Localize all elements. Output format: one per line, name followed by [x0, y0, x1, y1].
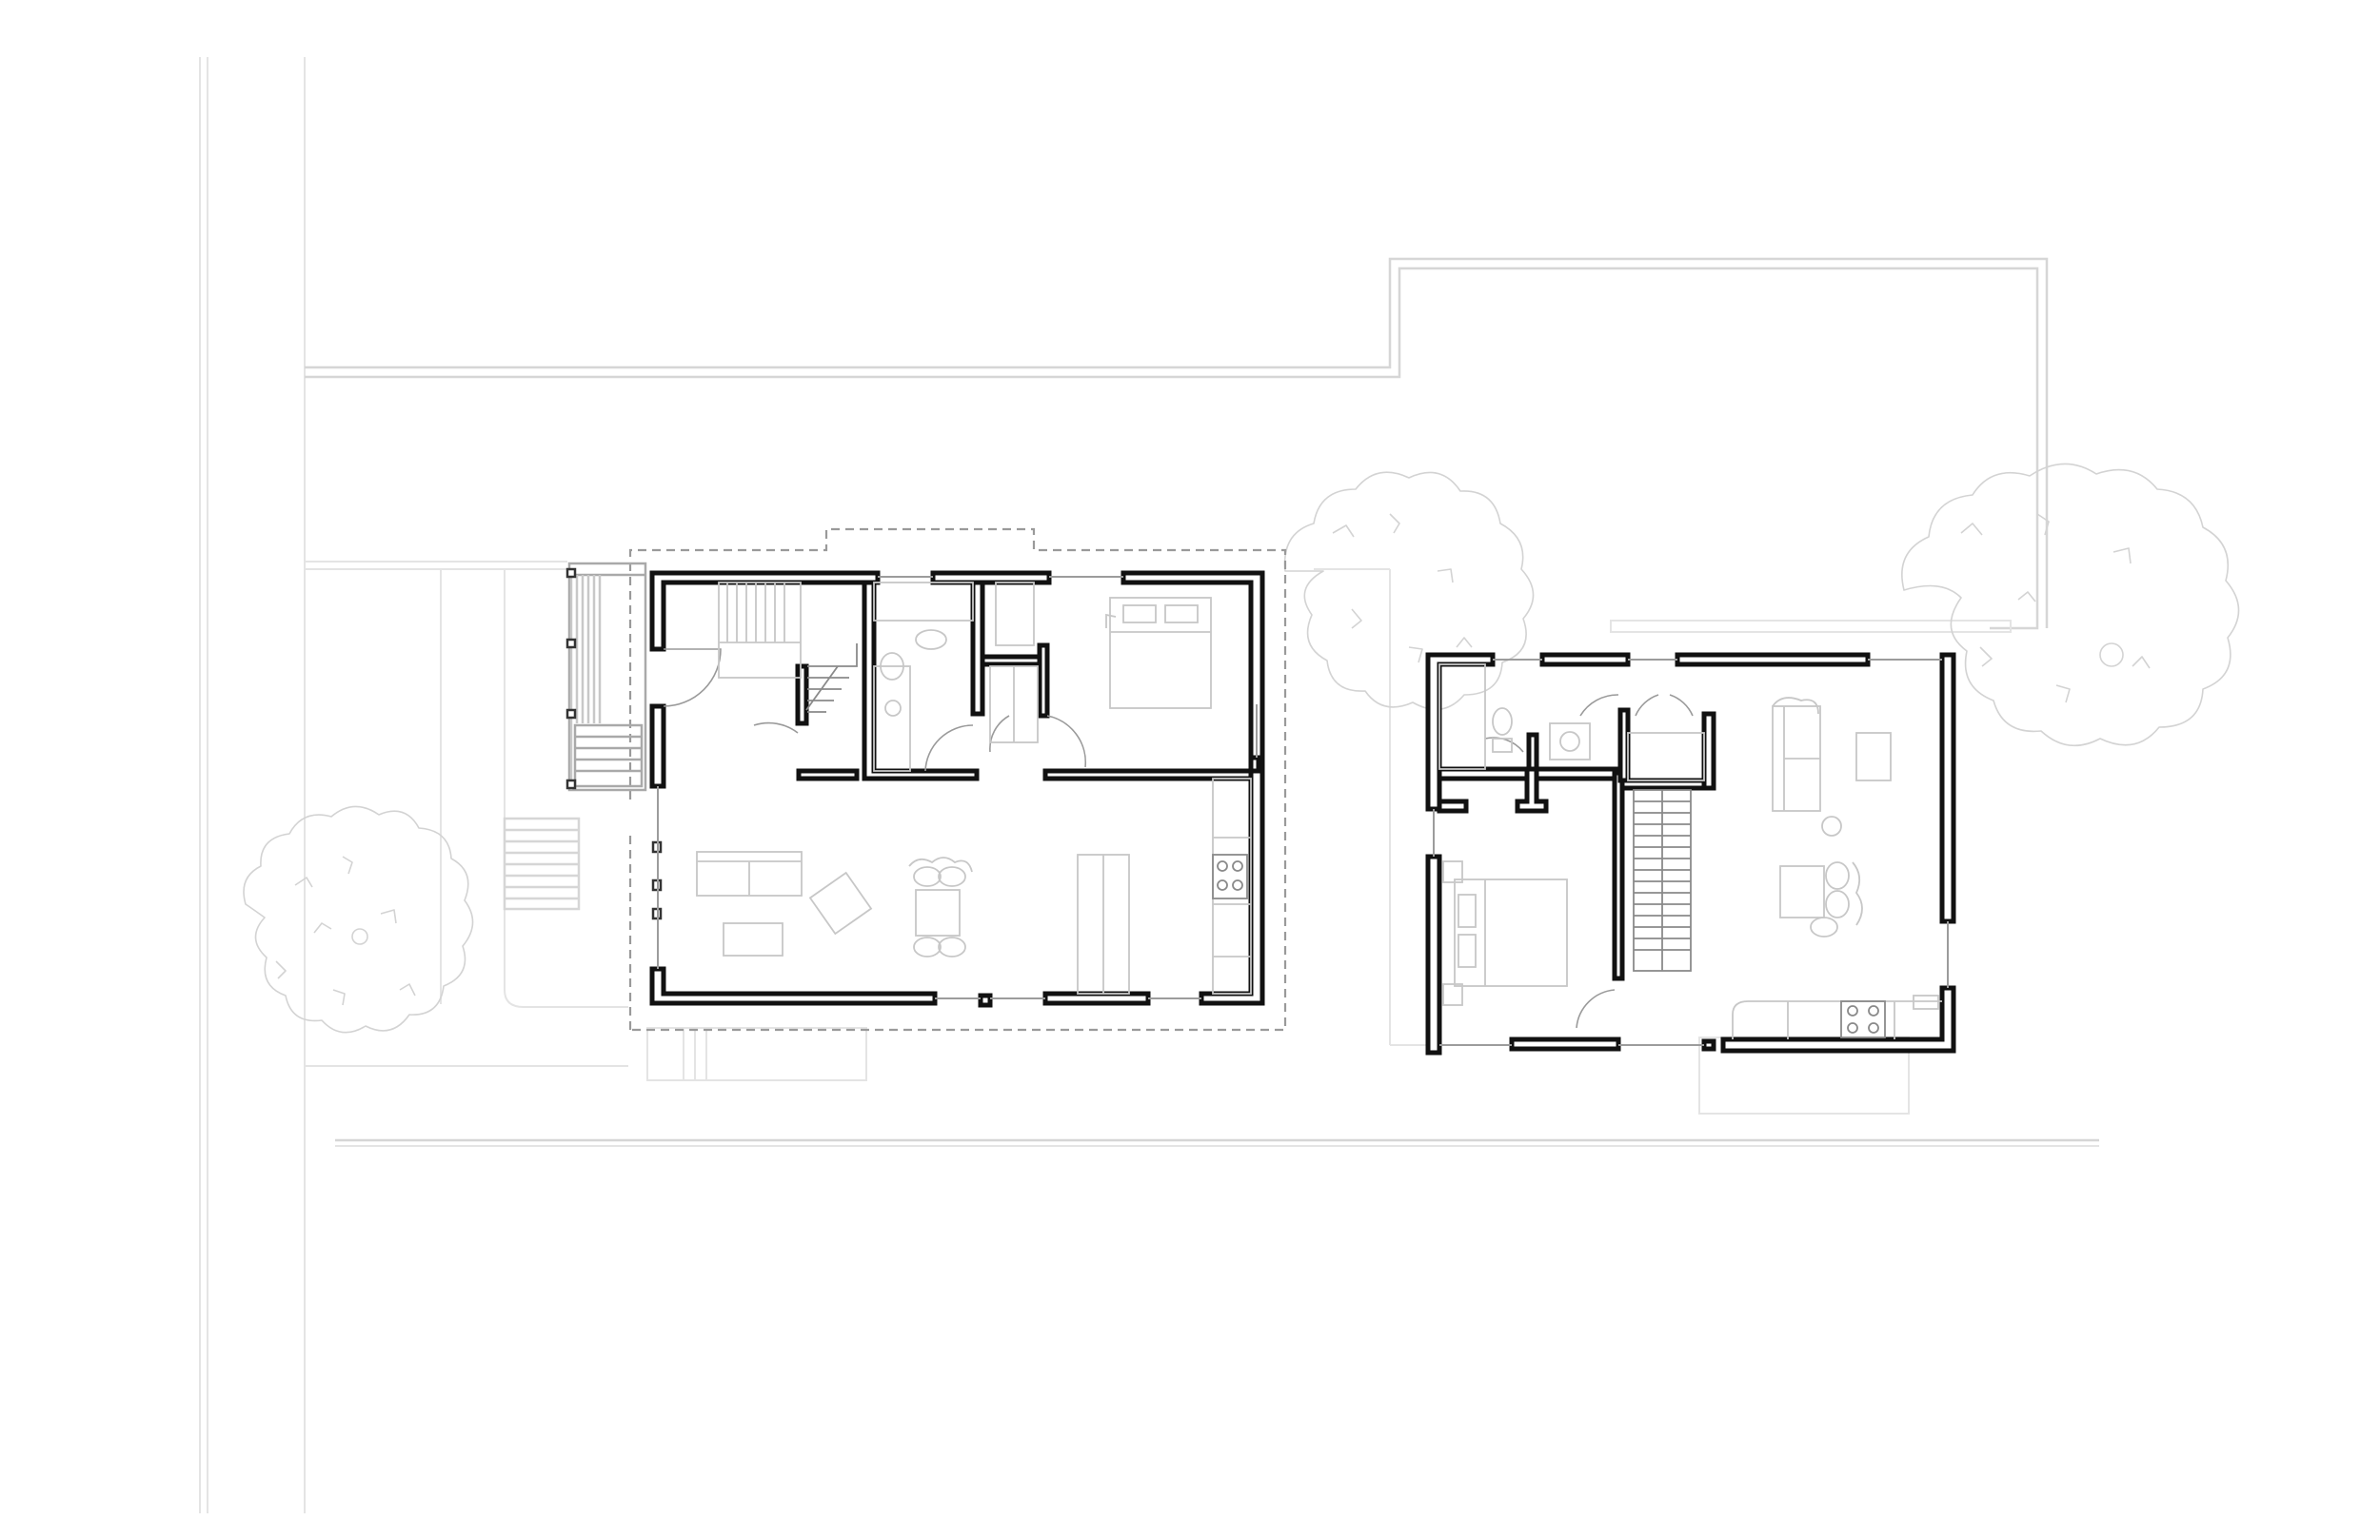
dining-table-icon — [1779, 861, 1863, 938]
interior-walls — [795, 580, 1261, 781]
sofa-icon — [696, 851, 873, 957]
stove-icon — [1212, 854, 1248, 899]
stove-icon — [1840, 1000, 1886, 1038]
porch-post — [565, 779, 577, 790]
dining-table-icon — [908, 857, 973, 958]
bed-icon — [1442, 860, 1568, 1006]
kitchen — [1732, 995, 1942, 1039]
front-steps-existing — [646, 1027, 867, 1081]
porch-post — [565, 708, 577, 720]
neighbor-outline-top — [305, 257, 2049, 630]
yard-lines-left — [305, 561, 1428, 1067]
side-stair-existing — [503, 817, 581, 911]
exterior-walls — [649, 570, 1265, 1008]
door-swing-icon — [663, 648, 1087, 772]
closet — [989, 665, 1039, 743]
door-swing-icon — [1484, 694, 1694, 1029]
porch-post — [565, 638, 577, 649]
stair-icon — [718, 582, 858, 713]
kitchen — [1077, 778, 1252, 995]
windows — [657, 576, 1258, 999]
porch-post — [565, 567, 577, 579]
accessory-unit-plan — [1425, 652, 1956, 1056]
windows — [1433, 659, 1949, 1046]
bed-icon — [1105, 597, 1212, 709]
tree-icon — [1901, 463, 2240, 747]
tree-icon — [1283, 471, 1535, 711]
side-porch — [565, 562, 663, 920]
roof-overhang-outline — [628, 527, 1287, 1032]
site-context — [199, 57, 2099, 1513]
sidewalk-line-bottom — [335, 1138, 2099, 1147]
stair-icon — [1633, 789, 1692, 972]
tree-icon — [243, 805, 474, 1034]
bathroom-fixtures — [873, 582, 1035, 772]
bathroom-fixtures — [1438, 663, 1705, 781]
existing-house-plan — [565, 527, 1287, 1032]
exterior-walls — [1425, 652, 1956, 1056]
sofa-icon — [1772, 697, 1892, 837]
property-line-left — [199, 57, 306, 1513]
